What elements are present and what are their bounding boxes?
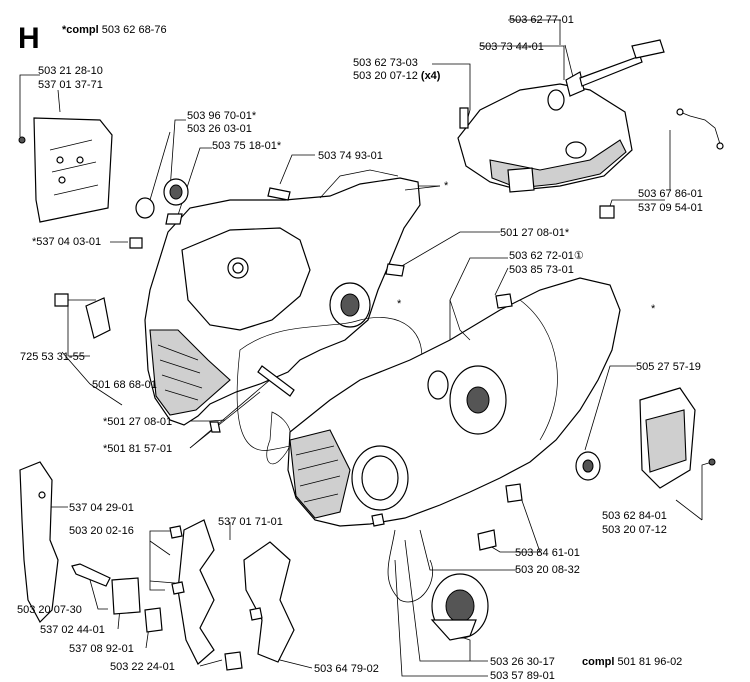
label-503-26-30-17: 503 26 30-17 [490,656,555,668]
label-537-01-37-71: 537 01 37-71 [38,79,103,91]
bolt-and-spring [54,293,295,397]
bumper-spike-outer [243,541,295,663]
label-503-62-73-03: 503 62 73-03 [353,57,418,69]
label-725-53-31-55: 725 53 31-55 [20,351,85,363]
label-537-01-71-01: 537 01 71-01 [218,516,283,528]
label-503-21-28-10: 503 21 28-10 [38,65,103,77]
label-503-62-72-01-text: 503 62 72-01 [509,250,574,262]
compl-word: compl [582,656,615,668]
label-537-08-92-01: 537 08 92-01 [69,643,134,655]
bumper-spike-inner [169,519,215,665]
right-crankcase-half [287,277,621,527]
label-501-81-57-01: *501 81 57-01 [103,443,173,455]
label-503-75-18-01: 503 75 18-01* [212,140,282,152]
label-503-20-07-12: 503 20 07-12 [353,70,418,82]
label-501-27-08-01-star: *501 27 08-01 [103,416,173,428]
left-crankcase-half [144,169,441,433]
asterisk-left-crankcase: * [397,298,402,310]
compl-prefix: *compl [62,24,99,36]
label-503-67-86-01: 503 67 86-01 [638,188,703,200]
section-letter: H [18,22,40,55]
label-503-20-07-12-x4: 503 20 07-12 (x4) [353,70,440,82]
compl-501-81-96-02: 501 81 96-02 [617,656,683,668]
throttle-rod [579,39,665,87]
complete-assembly-header: *compl 503 62 68-76 [62,24,167,36]
chain-guard-strip [19,461,59,623]
label-503-62-72-01: 503 62 72-01① [509,250,584,262]
label-503-62-84-01: 503 62 84-01 [602,510,667,522]
label-501-27-08-01: 501 27 08-01* [500,227,570,239]
bearing-and-seal [129,178,189,249]
quantity-x4: (x4) [420,70,441,82]
label-503-62-77-01: 503 62 77-01 [509,14,574,26]
side-cover [639,387,716,489]
label-503-73-44-01: 503 73 44-01 [479,41,544,53]
choke-link [599,108,724,219]
label-503-84-61-01: 503 84 61-01 [515,547,580,559]
label-505-27-57-19: 505 27 57-19 [636,361,701,373]
small-bolts-right [477,483,523,551]
label-501-68-68-01: 501 68 68-01 [92,379,157,391]
asterisk-top-cover: * [444,180,449,192]
label-503-64-79-02: 503 64 79-02 [314,663,379,675]
label-503-74-93-01: 503 74 93-01 [318,150,383,162]
label-503-22-24-01: 503 22 24-01 [110,661,175,673]
oil-cap-assembly [387,529,489,641]
top-cover [457,71,633,193]
label-537-04-03-01: *537 04 03-01 [32,236,102,248]
label-503-20-07-12-single: 503 20 07-12 [602,524,667,536]
label-503-26-03-01: 503 26 03-01 [187,123,252,135]
chain-guard-plate [18,117,113,223]
label-503-20-07-30: 503 20 07-30 [17,604,82,616]
compl-number: 503 62 68-76 [101,24,167,36]
bolts-and-spacer [71,563,243,671]
circled-one-icon: ① [573,250,584,262]
label-503-20-08-32: 503 20 08-32 [515,564,580,576]
label-537-02-44-01: 537 02 44-01 [40,624,105,636]
label-503-85-73-01: 503 85 73-01 [509,264,574,276]
asterisk-right-crankcase: * [651,303,656,315]
seal-ring [575,451,601,481]
label-537-09-54-01: 537 09 54-01 [638,202,703,214]
label-503-96-70-01: 503 96 70-01* [187,110,257,122]
label-537-04-29-01: 537 04 29-01 [69,502,134,514]
label-compl-501-81-96-02: compl 501 81 96-02 [582,656,682,668]
label-503-57-89-01: 503 57 89-01 [490,670,555,682]
label-503-20-02-16: 503 20 02-16 [69,525,134,537]
